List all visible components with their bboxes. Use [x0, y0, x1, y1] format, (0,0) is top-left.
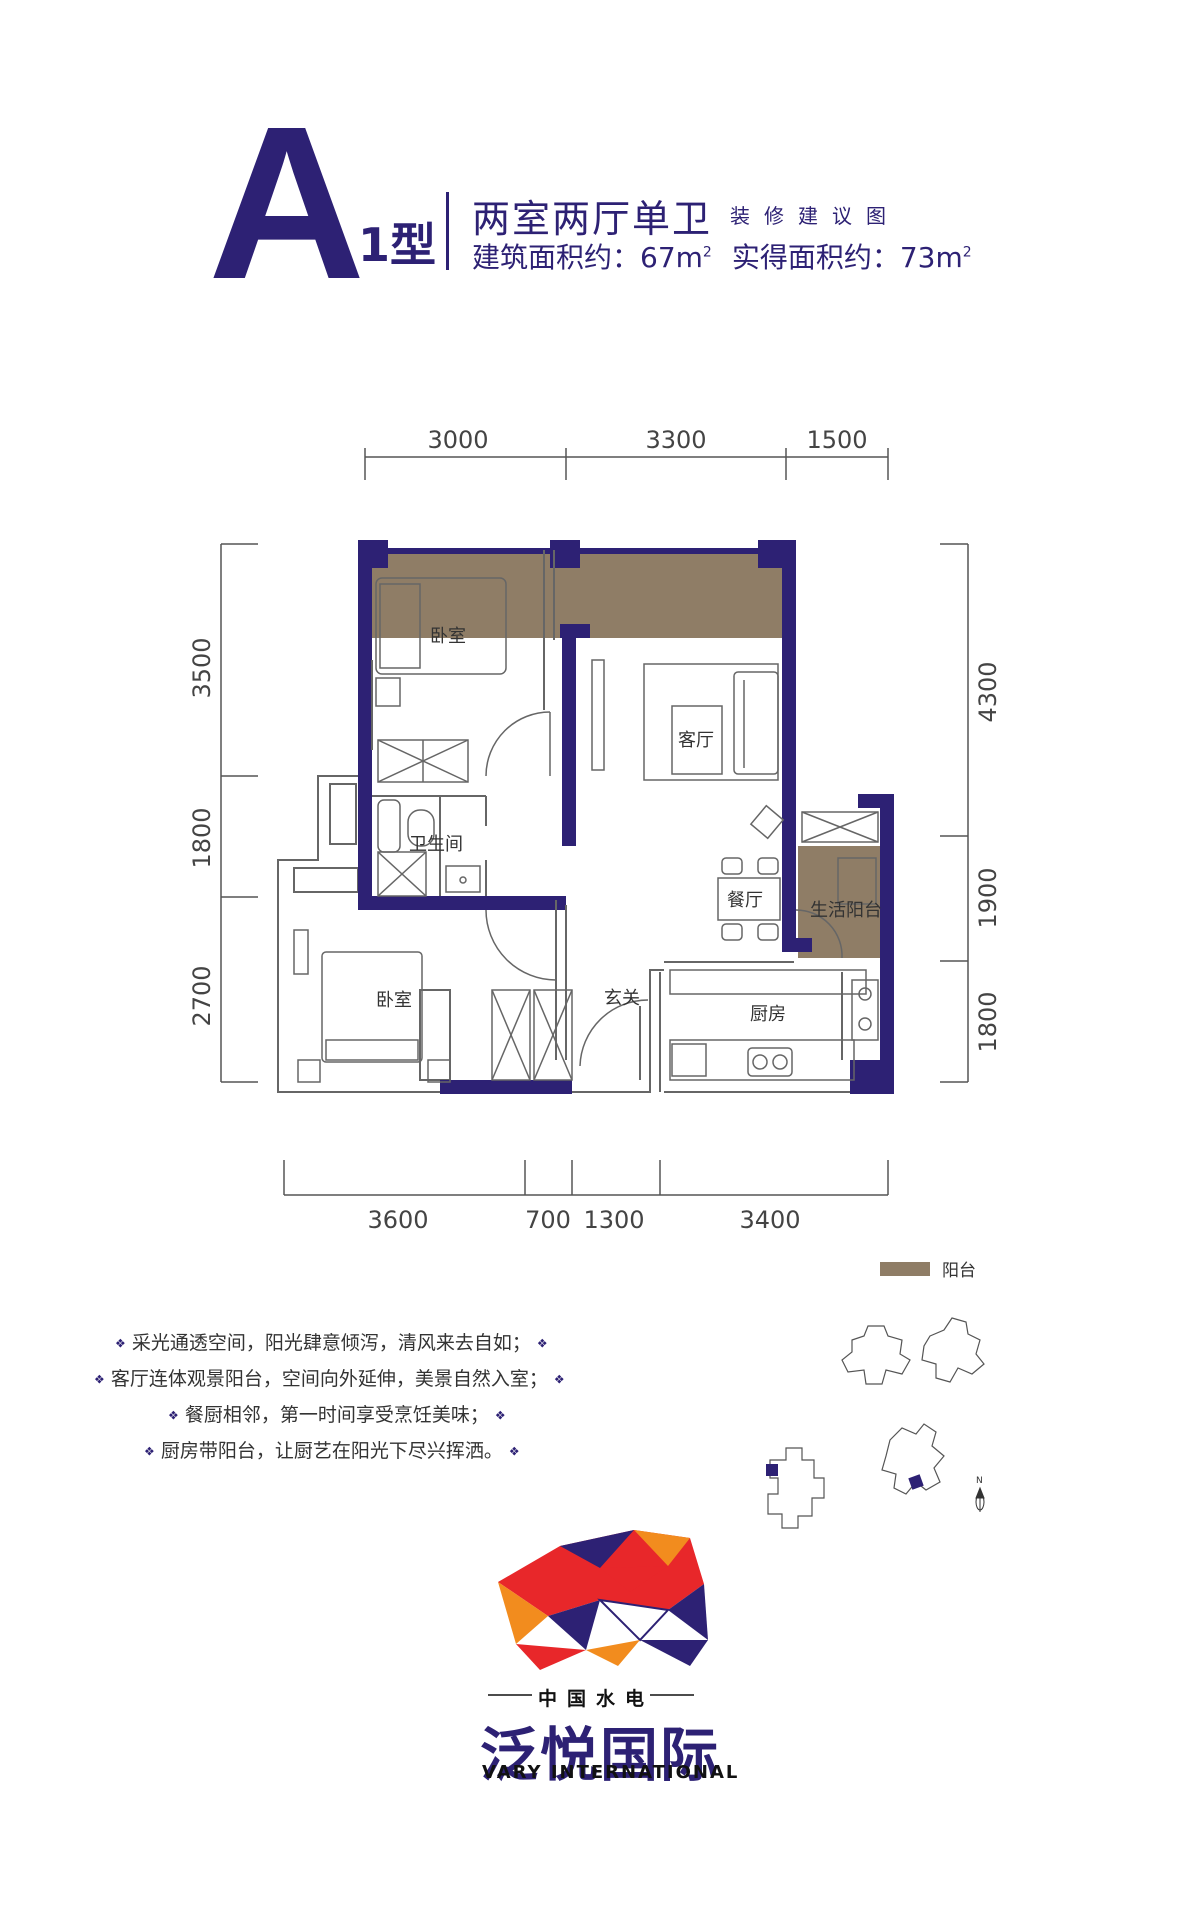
dimension-lines-left [220, 543, 258, 1083]
bullet-icon: ❖ [508, 1444, 520, 1459]
dim-right-1: 4300 [974, 661, 1002, 722]
built-area: 建筑面积约：67m [472, 241, 703, 274]
dim-top-3: 1500 [806, 426, 867, 454]
door-swings [485, 711, 843, 1067]
dim-bottom-3: 1300 [583, 1206, 644, 1234]
room-label-bedroom-bottom: 卧室 [376, 990, 412, 1011]
dim-bottom-4: 3400 [739, 1206, 800, 1234]
room-label-bedroom-top: 卧室 [430, 626, 466, 647]
dimension-lines-top [364, 448, 889, 480]
room-label-foyer: 玄关 [604, 988, 640, 1009]
bullet-icon: ❖ [168, 1408, 179, 1423]
dim-left-3: 2700 [188, 965, 216, 1026]
dim-bottom-2: 700 [525, 1206, 571, 1234]
feature-text-3: 餐厨相邻，第一时间享受烹饪美味； [184, 1404, 489, 1426]
thin-walls [277, 775, 871, 1093]
feature-text-2: 客厅连体观景阳台，空间向外延伸，美景自然入室； [110, 1368, 548, 1390]
legend-swatch-balcony [880, 1262, 930, 1276]
brand-name: 泛悦国际 [480, 1721, 721, 1789]
dim-top-2: 3300 [645, 426, 706, 454]
room-label-utility-balcony: 生活阳台 [810, 900, 882, 921]
dim-bottom-1: 3600 [367, 1206, 428, 1234]
feature-item: ❖ 采光通透空间，阳光肆意倾泻，清风来去自如； ❖ [115, 1328, 548, 1355]
unit-type-suffix: 1型 [358, 218, 437, 272]
bullet-icon: ❖ [94, 1372, 105, 1387]
dim-right-3: 1800 [974, 991, 1002, 1052]
room-label-kitchen: 厨房 [750, 1004, 786, 1025]
feature-item: ❖ 餐厨相邻，第一时间享受烹饪美味； ❖ [168, 1400, 506, 1427]
brand-english-name: VARY INTERNATIONAL [482, 1762, 740, 1783]
actual-area: 实得面积约：73m [731, 241, 963, 274]
site-key-plan [767, 1317, 985, 1529]
north-arrow-icon [975, 1486, 985, 1512]
design-note: 装修建议图 [730, 204, 900, 228]
room-label-living-room: 客厅 [678, 730, 714, 751]
layout-title: 两室两厅单卫 [472, 197, 713, 241]
room-label-dining: 餐厅 [727, 890, 763, 911]
dim-top-1: 3000 [427, 426, 488, 454]
feature-item: ❖ 客厅连体观景阳台，空间向外延伸，美景自然入室； ❖ [94, 1364, 565, 1391]
north-label: N [976, 1476, 983, 1486]
site-key-highlight-2 [908, 1474, 924, 1490]
brand-subtitle: 中国水电 [538, 1688, 655, 1710]
room-label-bathroom: 卫生间 [409, 834, 463, 855]
dimension-lines-bottom [283, 1160, 889, 1196]
furniture [293, 577, 879, 1083]
brand-logo-icon [498, 1530, 708, 1670]
feature-text-4: 厨房带阳台，让厨艺在阳光下尽兴挥洒。 [160, 1440, 503, 1462]
header-divider [446, 192, 449, 270]
built-area-unit-sup: 2 [702, 244, 712, 261]
dim-right-2: 1900 [974, 867, 1002, 928]
legend-label: 阳台 [942, 1261, 976, 1281]
bullet-icon: ❖ [553, 1372, 565, 1387]
dim-left-2: 1800 [188, 807, 216, 868]
bullet-icon: ❖ [536, 1336, 548, 1351]
walls [358, 540, 894, 1094]
actual-area-unit-sup: 2 [962, 244, 972, 261]
feature-item: ❖ 厨房带阳台，让厨艺在阳光下尽兴挥洒。 ❖ [144, 1436, 520, 1463]
bullet-icon: ❖ [494, 1408, 506, 1423]
feature-text-1: 采光通透空间，阳光肆意倾泻，清风来去自如； [131, 1332, 531, 1354]
bullet-icon: ❖ [115, 1336, 126, 1351]
unit-type-letter: A [208, 82, 365, 325]
site-key-highlight-1 [766, 1464, 778, 1476]
dim-left-1: 3500 [188, 637, 216, 698]
bullet-icon: ❖ [144, 1444, 155, 1459]
dimension-lines-right [940, 543, 969, 1083]
